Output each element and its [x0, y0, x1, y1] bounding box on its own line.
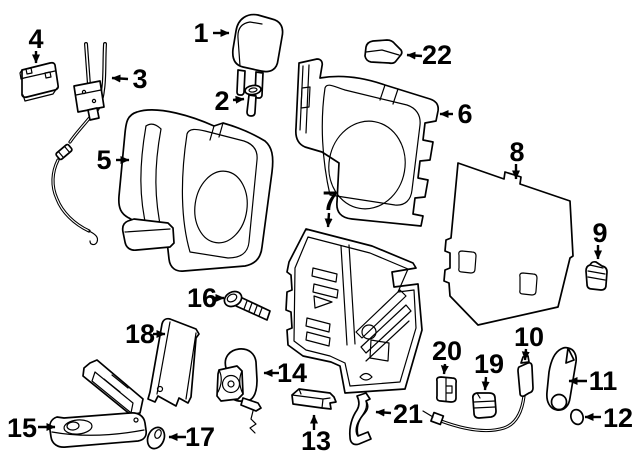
part-release-cable [422, 355, 534, 433]
callout-16-number: 16 [187, 283, 217, 313]
callout-16: 16 [187, 283, 225, 313]
callout-17: 17 [168, 422, 215, 452]
part-seat-back-cushion [117, 109, 274, 272]
callout-6: 6 [439, 99, 473, 129]
callout-6-number: 6 [457, 99, 472, 129]
part-grommet [146, 426, 166, 450]
part-seat-back-inner-panel [285, 228, 423, 394]
callout-13-number: 13 [301, 426, 331, 456]
callout-4: 4 [28, 24, 44, 64]
callout-8-number: 8 [509, 137, 524, 167]
callout-22-number: 22 [422, 40, 452, 70]
callout-2: 2 [214, 86, 245, 116]
callout-20-number: 20 [432, 336, 462, 366]
callout-5-number: 5 [96, 145, 111, 175]
part-side-trim-panel [147, 317, 200, 407]
callout-9: 9 [592, 218, 608, 260]
callout-11-number: 11 [589, 366, 618, 396]
callout-2-number: 2 [214, 86, 229, 116]
part-clip-20 [435, 376, 458, 403]
part-release-handle [546, 346, 578, 411]
callout-13: 13 [301, 414, 331, 456]
callout-22: 22 [406, 40, 452, 70]
part-clip-9 [585, 260, 608, 291]
callout-5: 5 [96, 145, 130, 175]
part-back-panel [443, 162, 574, 326]
callout-7-number: 7 [322, 186, 337, 216]
part-ring [569, 408, 585, 426]
part-curved-bracket [348, 392, 372, 446]
callout-8: 8 [509, 137, 525, 180]
part-cover-13 [291, 388, 337, 410]
part-armrest [48, 359, 148, 448]
part-hinge-latch [216, 348, 262, 434]
callout-10: 10 [514, 322, 544, 361]
callout-4-number: 4 [28, 24, 43, 54]
callout-11: 11 [568, 366, 618, 396]
part-latch-cable-assembly [51, 42, 107, 246]
callout-7: 7 [322, 186, 338, 228]
callout-17-number: 17 [185, 422, 215, 452]
part-clip-19 [471, 392, 497, 419]
callout-21-number: 21 [393, 399, 423, 429]
callout-1-number: 1 [193, 18, 208, 48]
callout-9-number: 9 [592, 218, 607, 248]
part-headrest [231, 13, 284, 99]
callout-14-number: 14 [277, 358, 307, 388]
callout-1: 1 [193, 18, 230, 48]
part-bolt [223, 290, 271, 321]
part-small-pad [364, 39, 403, 65]
callout-12-number: 12 [603, 403, 633, 433]
callout-20: 20 [432, 336, 462, 375]
callout-19-number: 19 [474, 349, 504, 379]
callout-18-number: 18 [125, 319, 155, 349]
part-headrest-guide [244, 84, 262, 117]
part-module-bracket [19, 61, 60, 102]
callout-14: 14 [263, 358, 307, 388]
callout-12: 12 [584, 403, 633, 433]
callout-15-number: 15 [7, 413, 37, 443]
callout-21: 21 [375, 399, 423, 429]
callout-19: 19 [474, 349, 504, 391]
part-seat-back-frame [294, 58, 440, 227]
callout-3: 3 [111, 64, 148, 94]
callout-10-number: 10 [514, 322, 544, 352]
callout-3-number: 3 [132, 64, 147, 94]
callout-18: 18 [125, 319, 166, 349]
callout-15: 15 [7, 413, 56, 443]
